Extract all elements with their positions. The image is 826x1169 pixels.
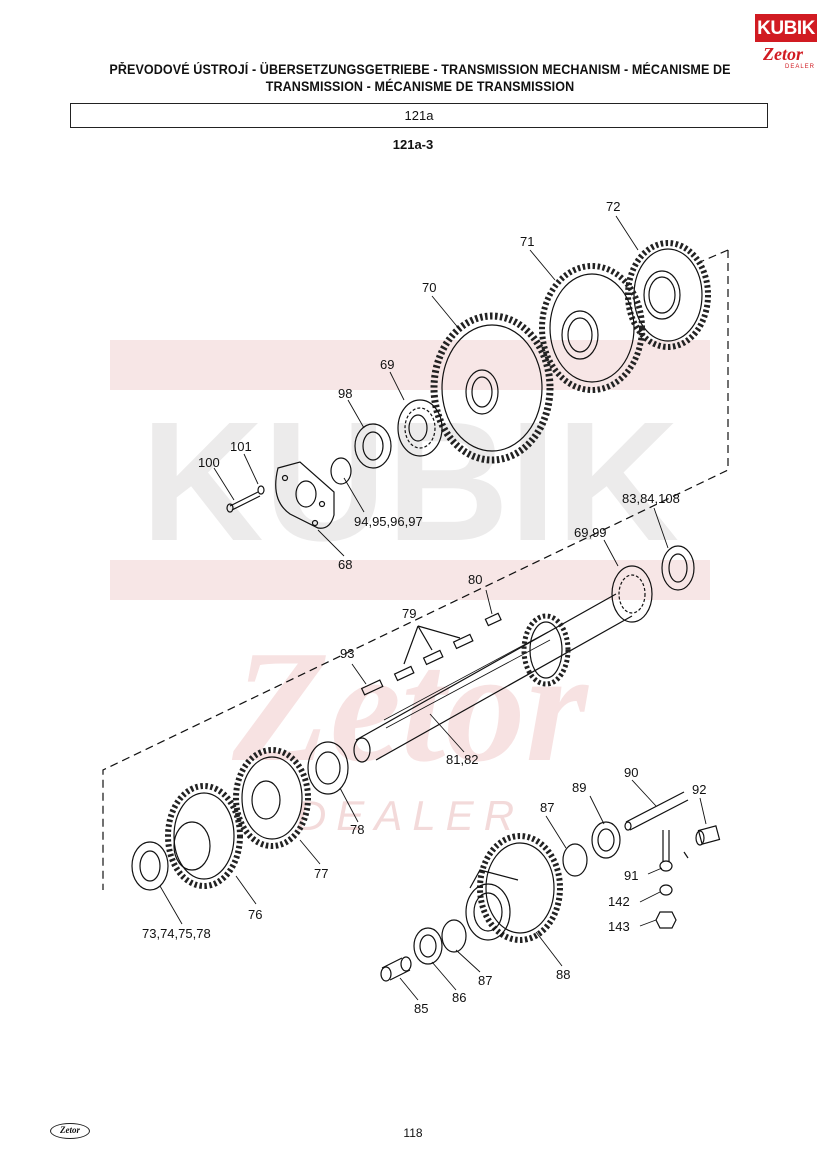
label-78: 78 bbox=[350, 822, 364, 837]
washer-142 bbox=[659, 884, 673, 896]
label-101: 101 bbox=[230, 439, 252, 454]
washer-78 bbox=[307, 741, 349, 795]
key-93 bbox=[360, 679, 384, 696]
washer-94-97 bbox=[330, 457, 352, 485]
footer-zetor-logo: Zetor bbox=[50, 1123, 90, 1139]
part-92 bbox=[683, 825, 721, 859]
label-89: 89 bbox=[572, 780, 586, 795]
washer-83-84-108 bbox=[661, 545, 695, 591]
washer-101 bbox=[257, 485, 265, 495]
label-70: 70 bbox=[422, 280, 436, 295]
label-88: 88 bbox=[556, 967, 570, 982]
label-91: 91 bbox=[624, 868, 638, 883]
label-71: 71 bbox=[520, 234, 534, 249]
washer-73-74-75-78 bbox=[131, 841, 169, 891]
bolt-100 bbox=[226, 491, 261, 513]
page-title: PŘEVODOVÉ ÚSTROJÍ - ÜBERSETZUNGSGETRIEBE… bbox=[95, 61, 746, 95]
leader-lines bbox=[159, 215, 707, 1001]
nut-143 bbox=[655, 911, 677, 929]
label-142: 142 bbox=[608, 894, 630, 909]
dashed-frame bbox=[102, 250, 729, 890]
gear-71 bbox=[539, 263, 645, 393]
kubik-zetor-logo: KUBIK Zetor DEALER bbox=[755, 14, 817, 76]
logo-red-bar bbox=[755, 14, 817, 42]
label-69-99: 69,99 bbox=[574, 525, 607, 540]
gear-72 bbox=[625, 240, 711, 350]
label-68: 68 bbox=[338, 557, 352, 572]
logo-dealer-text: DEALER bbox=[785, 64, 816, 70]
logo-kubik-text: KUBIK bbox=[757, 18, 815, 39]
gear-76 bbox=[165, 783, 243, 889]
key-80 bbox=[484, 612, 502, 627]
ring-87-upper bbox=[562, 843, 588, 877]
label-94-95-96-97: 94,95,96,97 bbox=[354, 514, 423, 529]
label-76: 76 bbox=[248, 907, 262, 922]
ring-87-lower bbox=[441, 919, 467, 953]
gear-88 bbox=[465, 833, 563, 943]
logo-zetor-text: Zetor bbox=[763, 44, 803, 64]
bearing-69 bbox=[397, 399, 443, 457]
callout-labels: 72 71 70 69 98 101 100 94,95,96,97 68 83… bbox=[142, 199, 706, 1016]
subsection-number: 121a-3 bbox=[392, 137, 434, 152]
plate-68 bbox=[275, 461, 335, 529]
pin-90 bbox=[624, 791, 689, 831]
label-87-upper: 87 bbox=[540, 800, 554, 815]
label-69: 69 bbox=[380, 357, 394, 372]
label-86: 86 bbox=[452, 990, 466, 1005]
shaft-81-82 bbox=[353, 593, 633, 763]
label-143: 143 bbox=[608, 919, 630, 934]
label-90: 90 bbox=[624, 765, 638, 780]
bolt-91 bbox=[659, 830, 673, 872]
title-line-1: PŘEVODOVÉ ÚSTROJÍ - ÜBERSETZUNGSGETRIEBE… bbox=[109, 62, 731, 77]
label-77: 77 bbox=[314, 866, 328, 881]
bearing-69-99 bbox=[611, 565, 653, 623]
keys-79 bbox=[393, 633, 474, 682]
washer-98 bbox=[354, 423, 392, 469]
bearing-89 bbox=[591, 821, 621, 859]
label-81-82: 81,82 bbox=[446, 752, 479, 767]
label-93: 93 bbox=[340, 646, 354, 661]
gear-70 bbox=[430, 312, 554, 464]
label-79: 79 bbox=[402, 606, 416, 621]
page-number: 118 bbox=[403, 1126, 423, 1140]
label-92: 92 bbox=[692, 782, 706, 797]
bush-85 bbox=[380, 956, 412, 982]
title-line-2: TRANSMISSION - MÉCANISME DE TRANSMISSION bbox=[265, 79, 575, 94]
label-85: 85 bbox=[414, 1001, 428, 1016]
gear-77 bbox=[233, 747, 311, 849]
section-number-box: 121a bbox=[70, 103, 768, 128]
dashed-frame-top bbox=[699, 249, 729, 263]
label-100: 100 bbox=[198, 455, 220, 470]
label-83-84-108: 83,84,108 bbox=[622, 491, 680, 506]
label-73-74-75-78: 73,74,75,78 bbox=[142, 926, 211, 941]
label-98: 98 bbox=[338, 386, 352, 401]
label-80: 80 bbox=[468, 572, 482, 587]
callout-79-arrows bbox=[403, 625, 461, 665]
label-87-lower: 87 bbox=[478, 973, 492, 988]
label-72: 72 bbox=[606, 199, 620, 214]
bearing-86 bbox=[413, 927, 443, 965]
